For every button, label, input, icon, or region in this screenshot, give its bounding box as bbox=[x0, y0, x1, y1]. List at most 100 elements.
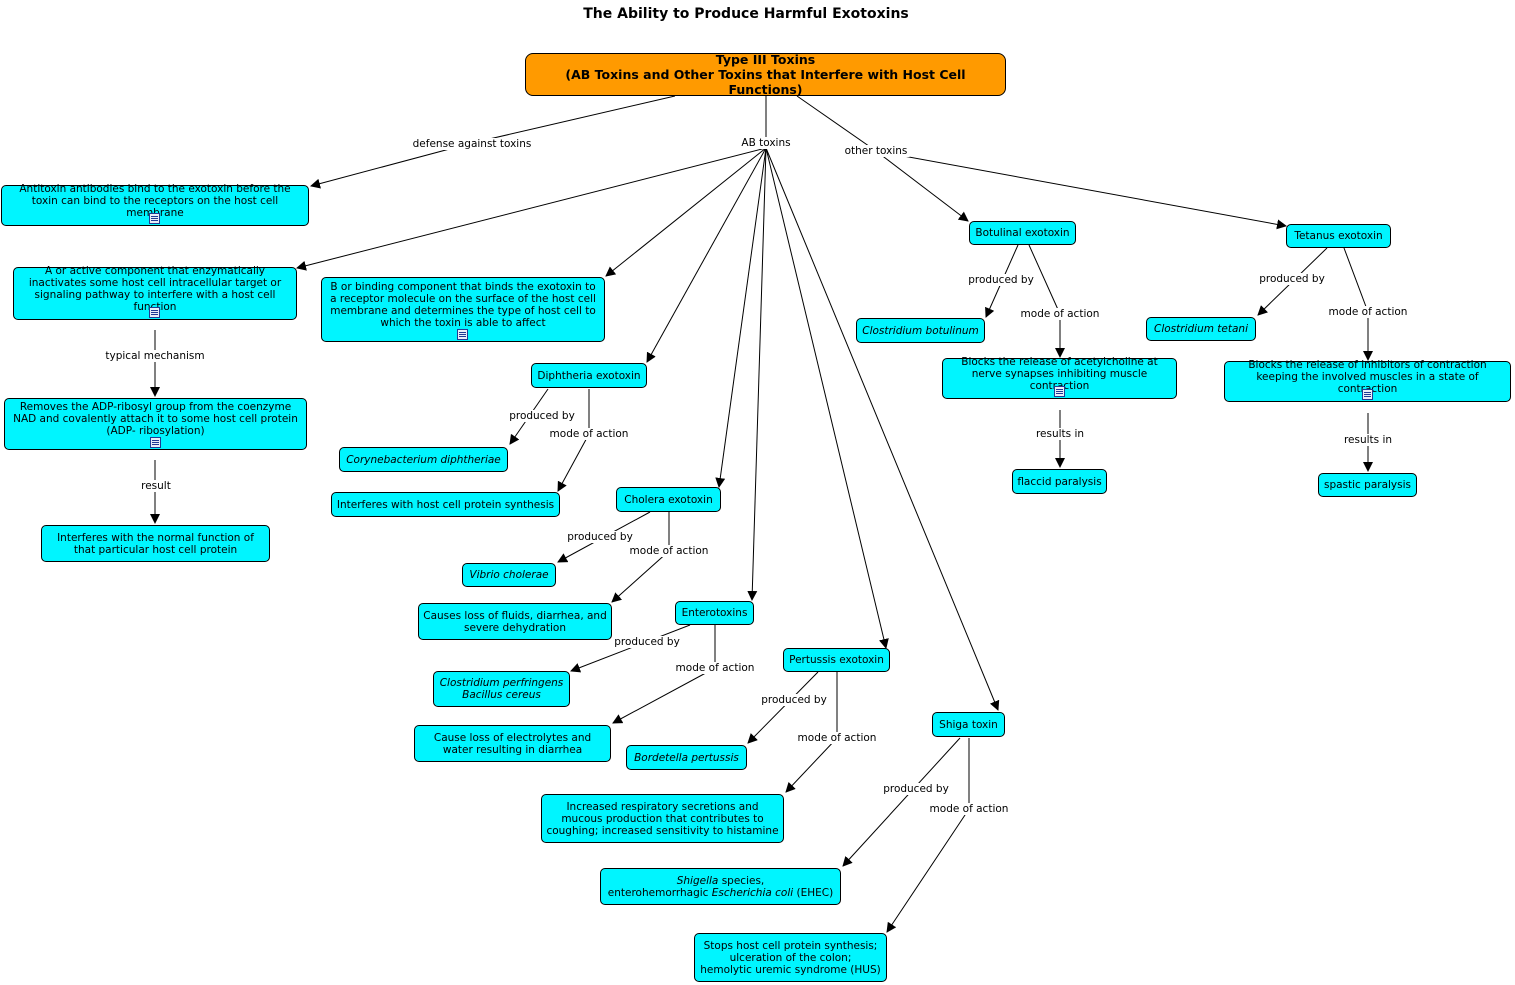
node-shiga-action[interactable]: Stops host cell protein synthesis; ulcer… bbox=[694, 933, 887, 982]
node-text: B or binding component that binds the ex… bbox=[330, 280, 596, 329]
line-ab-b bbox=[605, 147, 767, 277]
node-diphtheria-exotoxin[interactable]: Diphtheria exotoxin bbox=[531, 363, 647, 388]
line-root-other bbox=[796, 95, 877, 152]
node-flaccid-paralysis[interactable]: flaccid paralysis bbox=[1012, 469, 1107, 494]
node-text: Type III Toxins (AB Toxins and Other Tox… bbox=[565, 52, 966, 97]
node-text: Clostridium perfringens Bacillus cereus bbox=[439, 677, 564, 701]
node-b-component[interactable]: B or binding component that binds the ex… bbox=[321, 277, 605, 342]
node-text: Interferes with host cell protein synthe… bbox=[336, 498, 555, 511]
line-tet-mode bbox=[1343, 247, 1369, 313]
node-shigella-species[interactable]: Shigella species, enterohemorrhagic Esch… bbox=[600, 868, 841, 905]
document-icon[interactable] bbox=[149, 437, 161, 448]
node-text: Antitoxin antibodies bind to the exotoxi… bbox=[19, 182, 291, 219]
node-text: Enterotoxins bbox=[681, 607, 748, 619]
line-shiga-mode-target bbox=[886, 808, 970, 933]
label-ent-produced: produced by bbox=[612, 636, 682, 648]
node-tetanus-exotoxin[interactable]: Tetanus exotoxin bbox=[1286, 224, 1391, 248]
line-root-defense bbox=[471, 95, 676, 144]
label-pert-mode: mode of action bbox=[795, 732, 879, 744]
label-ent-mode: mode of action bbox=[673, 662, 757, 674]
node-vibrio-cholerae[interactable]: Vibrio cholerae bbox=[462, 563, 556, 587]
node-text: Vibrio cholerae bbox=[469, 569, 549, 581]
label-result: result bbox=[139, 480, 173, 492]
label-typical-mechanism: typical mechanism bbox=[103, 350, 207, 362]
label-chol-produced: produced by bbox=[565, 531, 635, 543]
line-diph-mode-target bbox=[557, 433, 590, 492]
node-cholera-exotoxin[interactable]: Cholera exotoxin bbox=[616, 487, 721, 512]
label-pert-produced: produced by bbox=[759, 694, 829, 706]
line-ab-shiga bbox=[765, 147, 1000, 711]
line-chol-mode-target bbox=[611, 550, 670, 603]
node-text: Blocks the release of acetylcholine at n… bbox=[961, 355, 1158, 392]
ehec-text: (EHEC) bbox=[793, 886, 834, 899]
document-icon[interactable] bbox=[457, 329, 468, 340]
node-clostridium-botulinum[interactable]: Clostridium botulinum bbox=[856, 318, 985, 343]
node-text: Blocks the release of inhibitors of cont… bbox=[1248, 358, 1487, 395]
node-botulinal-action[interactable]: Blocks the release of acetylcholine at n… bbox=[942, 355, 1177, 399]
label-shiga-mode: mode of action bbox=[927, 803, 1011, 815]
shigella-mid-text: species, enterohemorrhagic bbox=[607, 874, 765, 899]
node-text: Tetanus exotoxin bbox=[1294, 230, 1383, 242]
node-clostridium-perfringens[interactable]: Clostridium perfringens Bacillus cereus bbox=[433, 671, 570, 707]
document-icon[interactable] bbox=[1053, 386, 1065, 397]
node-text: Botulinal exotoxin bbox=[975, 227, 1070, 239]
node-text: Causes loss of fluids, diarrhea, and sev… bbox=[423, 609, 607, 634]
node-enterotoxins[interactable]: Enterotoxins bbox=[675, 601, 754, 625]
node-adp-ribosylation[interactable]: Removes the ADP-ribosyl group from the c… bbox=[4, 398, 307, 450]
line-defense-antitoxin bbox=[310, 142, 473, 189]
line-ent-prod bbox=[570, 624, 691, 673]
node-text: Diphtheria exotoxin bbox=[537, 369, 641, 382]
node-text: spastic paralysis bbox=[1323, 479, 1412, 491]
node-antitoxin[interactable]: Antitoxin antibodies bind to the exotoxi… bbox=[1, 182, 309, 226]
node-pertussis-action[interactable]: Increased respiratory secretions and muc… bbox=[541, 794, 784, 843]
label-bot-produced: produced by bbox=[966, 274, 1036, 286]
line-other-botulinal bbox=[875, 150, 969, 222]
label-tet-mode: mode of action bbox=[1326, 306, 1410, 318]
node-text: Stops host cell protein synthesis; ulcer… bbox=[700, 939, 881, 976]
line-ab-cholera bbox=[715, 147, 767, 488]
node-text: Cholera exotoxin bbox=[624, 493, 713, 506]
line-ent-mode-target bbox=[612, 667, 716, 724]
node-shiga-toxin[interactable]: Shiga toxin bbox=[932, 712, 1005, 737]
node-bordetella-pertussis[interactable]: Bordetella pertussis bbox=[626, 745, 747, 770]
label-shiga-produced: produced by bbox=[881, 783, 951, 795]
line-ab-a bbox=[296, 147, 767, 271]
document-icon[interactable] bbox=[1361, 389, 1373, 400]
line-ab-enterotoxins bbox=[747, 147, 767, 601]
node-text: flaccid paralysis bbox=[1017, 475, 1102, 488]
node-text: Removes the ADP-ribosyl group from the c… bbox=[13, 401, 298, 437]
node-pertussis-exotoxin[interactable]: Pertussis exotoxin bbox=[783, 648, 890, 672]
node-a-component[interactable]: A or active component that enzymatically… bbox=[13, 265, 297, 320]
node-tetanus-action[interactable]: Blocks the release of inhibitors of cont… bbox=[1224, 358, 1511, 402]
node-text: Interferes with the normal function of t… bbox=[57, 531, 254, 556]
node-text: Bordetella pertussis bbox=[634, 751, 739, 764]
line-bot-mode bbox=[1028, 244, 1061, 315]
line-ab-pertussis bbox=[765, 147, 889, 649]
node-botulinal-exotoxin[interactable]: Botulinal exotoxin bbox=[969, 221, 1076, 245]
label-other-toxins: other toxins bbox=[842, 145, 910, 157]
node-text: Shigella species, enterohemorrhagic Esch… bbox=[608, 875, 833, 899]
label-bot-mode: mode of action bbox=[1018, 308, 1102, 320]
node-interferes-normal[interactable]: Interferes with the normal function of t… bbox=[41, 525, 270, 562]
label-defense: defense against toxins bbox=[410, 138, 534, 150]
node-diphtheria-action[interactable]: Interferes with host cell protein synthe… bbox=[331, 492, 560, 517]
label-tet-results: results in bbox=[1341, 434, 1395, 446]
line-other-tetanus bbox=[875, 150, 1287, 230]
document-icon[interactable] bbox=[149, 307, 160, 318]
node-text: Clostridium botulinum bbox=[862, 324, 979, 337]
line-pert-prod bbox=[747, 671, 819, 744]
node-cholera-action[interactable]: Causes loss of fluids, diarrhea, and sev… bbox=[418, 603, 612, 640]
label-tet-produced: produced by bbox=[1257, 273, 1327, 285]
node-type-iii-toxins[interactable]: Type III Toxins (AB Toxins and Other Tox… bbox=[525, 52, 1006, 97]
document-icon[interactable] bbox=[149, 213, 160, 224]
node-corynebacterium[interactable]: Corynebacterium diphtheriae bbox=[339, 447, 508, 472]
node-text: Shiga toxin bbox=[939, 718, 998, 731]
label-ab-toxins: AB toxins bbox=[739, 137, 793, 149]
line-shiga-prod bbox=[842, 737, 961, 867]
node-spastic-paralysis[interactable]: spastic paralysis bbox=[1318, 473, 1417, 497]
node-clostridium-tetani[interactable]: Clostridium tetani bbox=[1146, 317, 1256, 341]
node-enterotoxins-action[interactable]: Cause loss of electrolytes and water res… bbox=[414, 725, 611, 762]
label-diph-produced: produced by bbox=[507, 410, 577, 422]
label-diph-mode: mode of action bbox=[547, 428, 631, 440]
